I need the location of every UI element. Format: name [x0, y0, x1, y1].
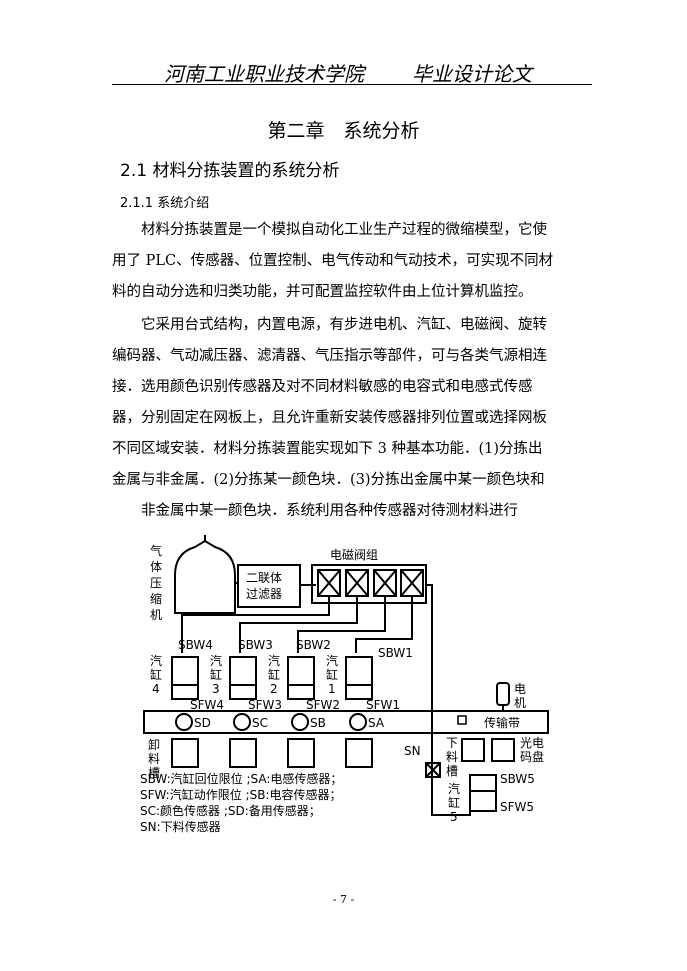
encoder-label-1: 码盘 [520, 749, 544, 764]
cyl4-label-1: 缸 [150, 667, 162, 682]
filter-label-1: 过滤器 [246, 587, 282, 601]
valve-group-label: 电磁阀组 [330, 547, 378, 562]
page-number: - 7 - [332, 893, 355, 906]
subsection-title: 2.1.1 系统介绍 [120, 196, 210, 211]
chute-label-0: 下 [446, 736, 458, 750]
cylinder-1 [345, 656, 373, 700]
text-line: 用了 PLC、传感器、位置控制、电气传动和气动技术，可实现不同材 [112, 253, 554, 269]
cyl1-label-1: 缸 [326, 667, 338, 682]
header-doc-type: 毕业设计论文 [412, 62, 532, 86]
text-line: 料的自动分选和归类功能，并可配置监控软件由上位计算机监控。 [112, 284, 533, 300]
legend-line-2: SFW:汽缸动作限位 ;SB:电容传感器； [140, 787, 341, 802]
filter-label-0: 二联体 [246, 571, 282, 585]
text-line: 器，分别固定在网板上，且允许重新安装传感器排列位置或选择网板 [112, 410, 547, 426]
compressor-label-4: 机 [150, 608, 162, 622]
sbw-label-4: SBW4 [178, 638, 213, 652]
legend-line-1: SBW:汽缸回位限位 ;SA:电感传感器； [140, 771, 342, 786]
cyl1-label-0: 汽 [326, 653, 338, 668]
sfw-label-2: SFW2 [306, 698, 340, 712]
cyl4-label-2: 4 [152, 682, 160, 696]
text-line: 编码器、气动减压器、滤清器、气压指示等部件，可与各类气源相连 [112, 348, 547, 364]
compressor-label-1: 体 [150, 560, 162, 574]
cylinder-4 [171, 656, 199, 700]
legend-line-3: SC:颜色传感器 ;SD:备用传感器； [140, 803, 321, 818]
cyl5-label-2: 5 [450, 810, 458, 824]
encoder-label-0: 光电 [520, 736, 544, 750]
sensor-label-sa: SA [368, 716, 385, 730]
text-line: 不同区域安装．材料分拣装置能实现如下 3 种基本功能．(1)分拣出 [112, 441, 543, 457]
sfw-label-3: SFW3 [248, 698, 282, 712]
sensor-label-sb: SB [310, 716, 326, 730]
sfw5-label: SFW5 [500, 800, 534, 814]
cyl3-label-0: 汽 [210, 653, 222, 668]
cyl3-label-2: 3 [212, 682, 220, 696]
unload-label-1: 料 [148, 752, 160, 766]
cyl1-label-2: 1 [328, 682, 336, 696]
cylinder-2 [287, 656, 315, 700]
cyl2-label-2: 2 [270, 682, 278, 696]
section-title: 2.1 材料分拣装置的系统分析 [120, 161, 340, 181]
cyl2-label-0: 汽 [268, 653, 280, 668]
sfw-label-4: SFW4 [190, 698, 224, 712]
text-line: 金属与非金属．(2)分拣某一颜色块．(3)分拣出金属中某一颜色块和 [112, 472, 545, 488]
text-line: 接．选用颜色识别传感器及对不同材料敏感的电容式和电感式传感 [112, 379, 533, 395]
sensor-label-sd: SD [194, 716, 211, 730]
compressor-label-3: 缩 [150, 591, 162, 606]
sfw-label-1: SFW1 [366, 698, 400, 712]
text-line: 材料分拣装置是一个模拟自动化工业生产过程的微缩模型，它使 [112, 222, 547, 238]
motor-label-0: 电 [514, 682, 526, 696]
sn-label: SN [404, 744, 421, 758]
text-line: 它采用台式结构，内置电源，有步进电机、汽缸、电磁阀、旋转 [112, 317, 547, 333]
sensor-label-sc: SC [252, 716, 268, 730]
sbw-label-1: SBW1 [378, 646, 413, 660]
sbw-label-3: SBW3 [238, 638, 273, 652]
cyl3-label-1: 缸 [210, 667, 222, 682]
header-school: 河南工业职业技术学院 [164, 62, 364, 86]
chute-label-1: 料 [446, 750, 458, 764]
sbw5-label: SBW5 [500, 772, 535, 786]
cyl5-label-1: 缸 [448, 795, 460, 810]
conveyor-belt [143, 710, 549, 734]
compressor-tank [174, 539, 236, 614]
legend-line-4: SN:下料传感器 [140, 819, 221, 834]
cyl2-label-1: 缸 [268, 667, 280, 682]
unload-label-0: 卸 [148, 737, 160, 752]
belt-label: 传输带 [484, 715, 520, 730]
paragraph-1: 材料分拣装置是一个模拟自动化工业生产过程的微缩模型，它使 用了 PLC、传感器、… [112, 215, 592, 308]
unload-label-2: 槽 [148, 766, 160, 780]
paragraph-2: 它采用台式结构，内置电源，有步进电机、汽缸、电磁阀、旋转 编码器、气动减压器、滤… [112, 310, 592, 527]
cyl4-label-0: 汽 [150, 653, 162, 668]
compressor-label-2: 压 [150, 576, 162, 590]
compressor-label-0: 气 [150, 543, 162, 558]
sbw-label-2: SBW2 [296, 638, 331, 652]
cylinder-3 [229, 656, 257, 700]
page-header: 河南工业职业技术学院 毕业设计论文 [112, 58, 592, 86]
system-diagram: 气 体 压 缩 机 二联体 过滤器 电磁阀组 SBW4 SBW3 SBW2 SB… [140, 535, 549, 834]
chapter-title: 第二章 系统分析 [267, 120, 420, 142]
chute-label-2: 槽 [446, 764, 458, 778]
cyl5-label-0: 汽 [448, 781, 460, 796]
motor-label-1: 机 [514, 696, 526, 710]
text-line: 非金属中某一颜色块．系统利用各种传感器对待测材料进行 [112, 503, 518, 519]
motor [496, 682, 510, 706]
